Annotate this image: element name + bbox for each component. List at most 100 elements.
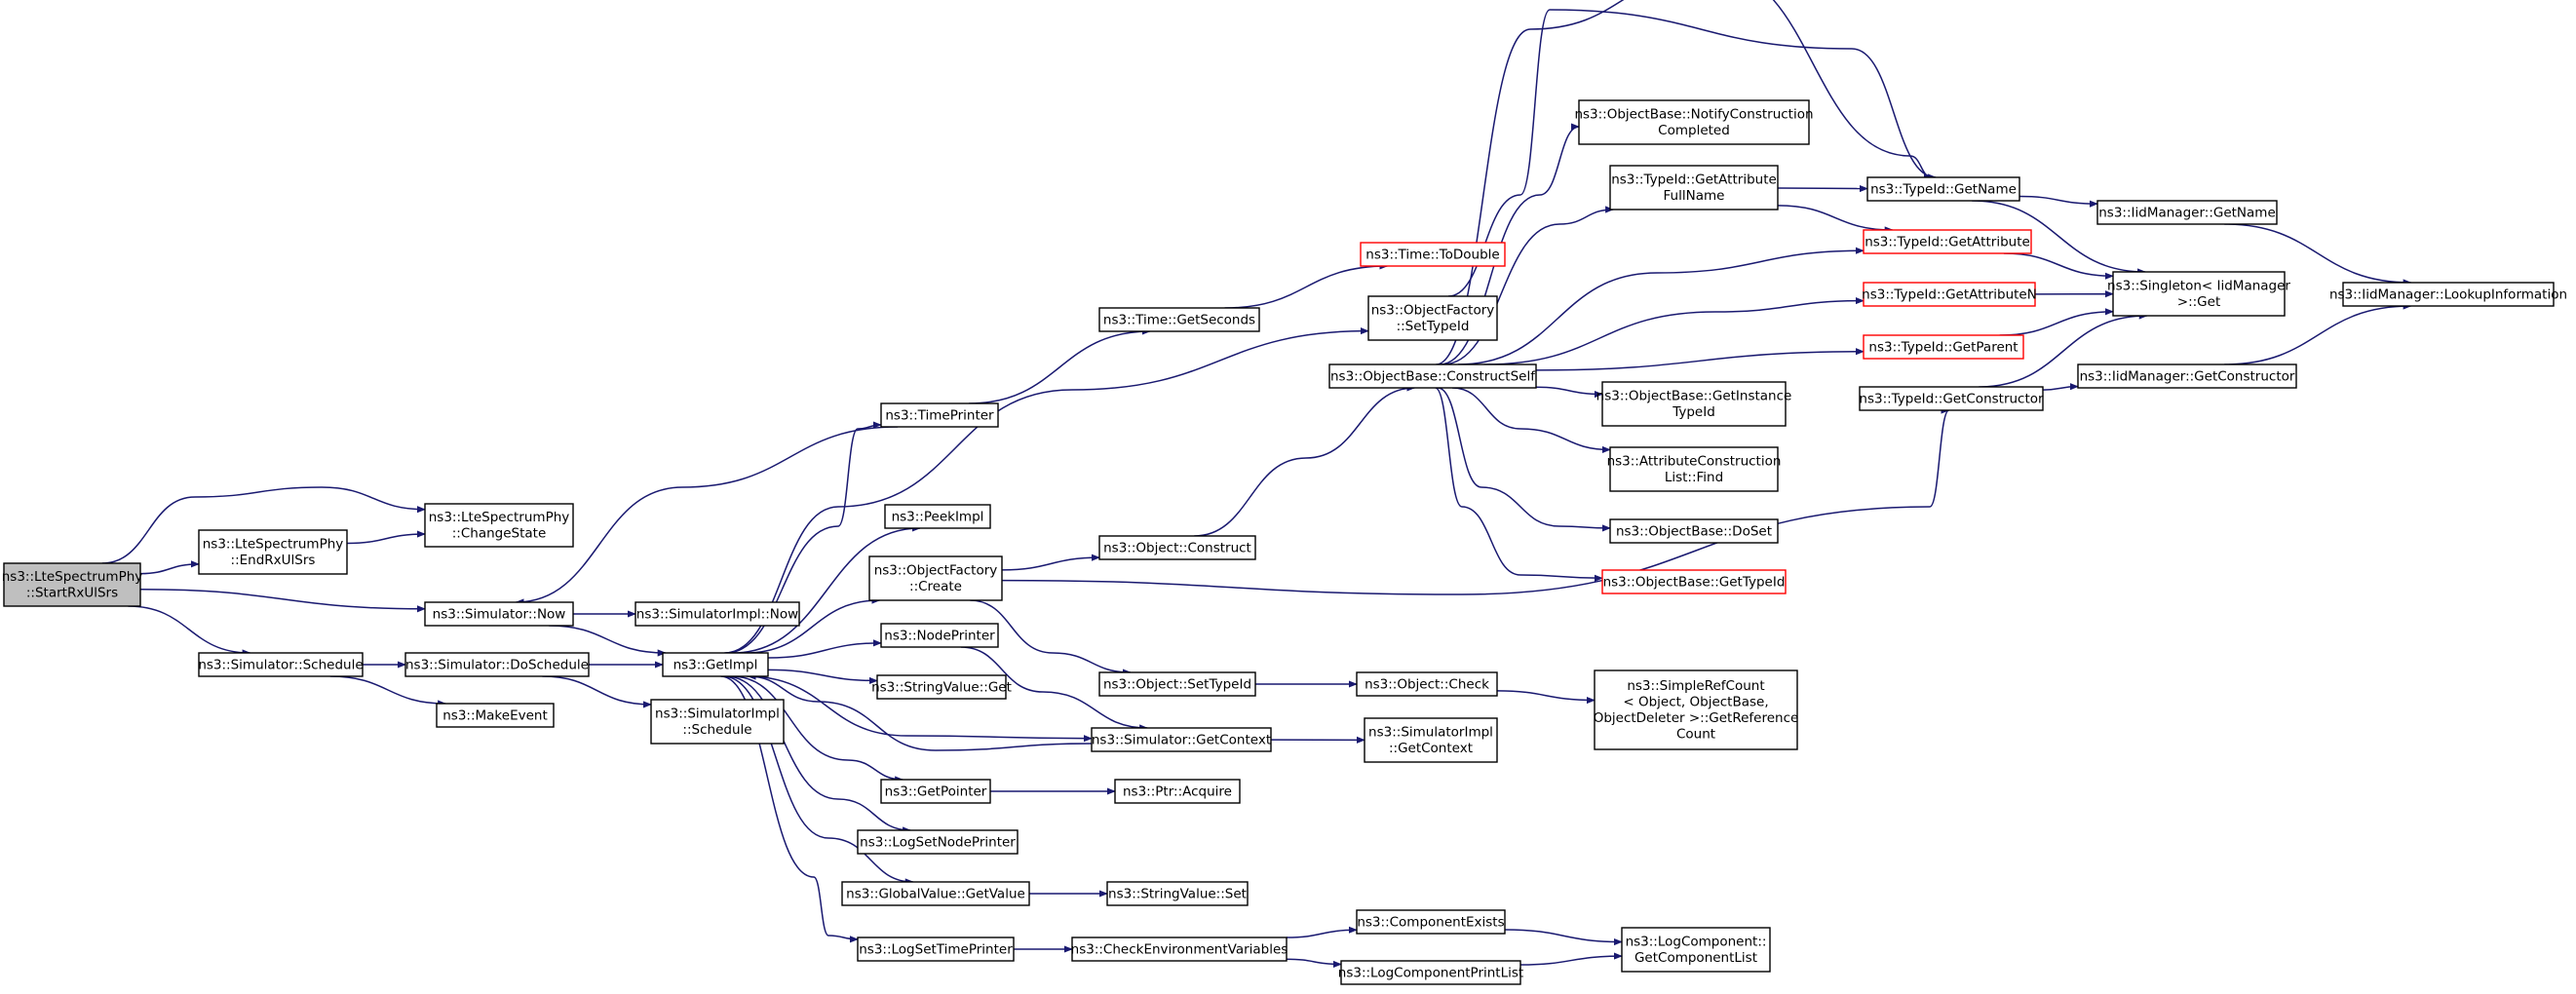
node-makeEvent[interactable]: ns3::MakeEvent [436,703,555,728]
node-label-line: < Object, ObjectBase, [1623,695,1768,710]
node-objBaseConstructSelf[interactable]: ns3::ObjectBase::ConstructSelf [1328,363,1537,389]
node-label-line: ns3::TypeId::GetParent [1868,339,2018,355]
node-label-line: ns3::ObjectBase::NotifyConstruction [1574,107,1813,123]
node-objBaseGetTypeId[interactable]: ns3::ObjectBase::GetTypeId [1601,569,1787,594]
node-objSetTypeId[interactable]: ns3::Object::SetTypeId [1098,671,1256,697]
call-edge-typeIdGetParent-to-singletonGet [1999,308,2114,336]
node-label-line: ns3::Simulator::Now [433,606,566,622]
node-typeIdGetConstructor[interactable]: ns3::TypeId::GetConstructor [1859,386,2044,411]
node-getImpl[interactable]: ns3::GetImpl [662,652,769,677]
call-edge-typeIdGetConstructor-to-iidGetConstructor [2042,383,2079,391]
node-logComponentGetList[interactable]: ns3::LogComponent::GetComponentList [1621,927,1771,973]
node-label-line: ns3::IidManager::GetName [2098,205,2276,220]
node-label-line: ns3::GetPointer [885,784,987,799]
node-label-line: ns3::Object::Construct [1103,540,1251,555]
node-simNow[interactable]: ns3::Simulator::Now [424,601,574,627]
call-edge-getImpl-to-simGetContext [747,675,1093,743]
node-label-line: ns3::PeekImpl [892,509,984,524]
node-box [424,601,574,627]
node-label-line: ns3::Object::Check [1365,676,1489,692]
call-edge-getImpl-to-nodePrinter [767,639,882,659]
node-label-line: ns3::TypeId::GetName [1870,181,2017,197]
node-singletonGet[interactable]: ns3::Singleton< IidManager >::Get [2107,271,2290,317]
node-stringValueSet[interactable]: ns3::StringValue::Set [1106,881,1249,906]
node-timeToDouble[interactable]: ns3::Time::ToDouble [1360,242,1506,267]
node-simDoSchedule[interactable]: ns3::Simulator::DoSchedule [404,652,590,677]
node-objBaseDoSet[interactable]: ns3::ObjectBase::DoSet [1609,518,1779,544]
node-timeGetSeconds[interactable]: ns3::Time::GetSeconds [1098,307,1260,332]
node-globalValueGetValue[interactable]: ns3::GlobalValue::GetValue [841,881,1030,906]
call-edge-typeIdGetAttributeFullName-to-typeIdGetName [1777,184,1868,193]
node-objFactorySetTypeId[interactable]: ns3::ObjectFactory::SetTypeId [1367,295,1498,341]
node-notifyConstructionCompleted[interactable]: ns3::ObjectBase::NotifyConstructionCompl… [1574,99,1814,145]
node-ptrAcquire[interactable]: ns3::Ptr::Acquire [1114,779,1241,804]
call-edge-objConstruct-to-objBaseConstructSelf [1194,384,1416,537]
node-typeIdGetName[interactable]: ns3::TypeId::GetName [1866,176,2020,202]
node-typeIdGetParent[interactable]: ns3::TypeId::GetParent [1863,334,2024,360]
node-label-line: GetComponentList [1634,950,1757,966]
call-edge-objBaseConstructSelf-to-objBaseGetInstanceTypeId [1535,386,1603,399]
node-simGetContext[interactable]: ns3::Simulator::GetContext [1091,727,1272,752]
node-label-line: ns3::Object::SetTypeId [1103,676,1251,692]
node-box [1609,446,1779,492]
node-box [868,555,1003,601]
call-edge-typeIdGetAttributeFullName-to-typeIdGetAttribute [1777,205,1894,234]
node-box [1578,99,1810,145]
node-box [1863,282,2036,307]
node-timePrinter[interactable]: ns3::TimePrinter [880,402,999,428]
node-simImplNow[interactable]: ns3::SimulatorImpl::Now [634,601,800,627]
node-peekImpl[interactable]: ns3::PeekImpl [884,504,991,529]
node-objCheck[interactable]: ns3::Object::Check [1356,671,1498,697]
node-iidLookupInformation[interactable]: ns3::IidManager::LookupInformation [2329,282,2567,307]
node-box [1114,779,1241,804]
node-getPointer[interactable]: ns3::GetPointer [880,779,991,804]
node-label-line: ns3::ObjectBase::GetInstance [1596,389,1792,404]
node-logComponentPrintList[interactable]: ns3::LogComponentPrintList [1338,960,1523,985]
node-label-line: ::StartRxUlSrs [26,586,118,601]
node-box [1866,176,2020,202]
node-label-line: ::EndRxUlSrs [231,553,316,568]
node-componentExists[interactable]: ns3::ComponentExists [1356,909,1506,935]
node-iidGetConstructor[interactable]: ns3::IidManager::GetConstructor [2077,363,2297,389]
node-box [404,652,590,677]
node-simImplGetContext[interactable]: ns3::SimulatorImpl::GetContext [1364,717,1498,763]
node-objFactoryCreate[interactable]: ns3::ObjectFactory::Create [868,555,1003,601]
node-stringValueGet[interactable]: ns3::StringValue::Get [871,674,1012,700]
node-typeIdGetAttributeN[interactable]: ns3::TypeId::GetAttributeN [1862,282,2037,307]
node-box [436,703,555,728]
node-logSetNodePrinter[interactable]: ns3::LogSetNodePrinter [857,829,1019,855]
node-iidGetName[interactable]: ns3::IidManager::GetName [2096,200,2278,225]
node-box [634,601,800,627]
node-label-line: ns3::StringValue::Get [871,679,1012,695]
call-edge-nodePrinter-to-simGetContext [960,646,1149,732]
call-edge-typeIdGetAttribute-to-singletonGet [2003,252,2114,280]
node-box [857,937,1015,962]
call-edge-simDoSchedule-to-simImplSchedule [542,675,652,708]
node-checkEnvVars[interactable]: ns3::CheckEnvironmentVariables [1071,937,1288,962]
node-simSchedule[interactable]: ns3::Simulator::Schedule [198,652,364,677]
node-simImplSchedule[interactable]: ns3::SimulatorImpl::Schedule [650,699,785,745]
node-box [1091,727,1272,752]
node-label-line: ::Schedule [682,722,751,738]
node-changeState[interactable]: ns3::LteSpectrumPhy::ChangeState [424,503,574,548]
node-objConstruct[interactable]: ns3::Object::Construct [1098,535,1256,560]
node-label-line: ObjectDeleter >::GetReference [1594,710,1799,726]
node-label-line: ::SetTypeId [1397,319,1470,334]
node-root[interactable]: ns3::LteSpectrumPhy::StartRxUlSrs [2,562,143,607]
node-label-line: ns3::ComponentExists [1357,914,1504,930]
node-label-line: ::GetContext [1389,741,1473,756]
node-box [2077,363,2297,389]
node-simpleRefCount[interactable]: ns3::SimpleRefCount< Object, ObjectBase,… [1594,669,1799,750]
node-endRxUlSrs[interactable]: ns3::LteSpectrumPhy::EndRxUlSrs [198,529,348,575]
call-edge-timePrinter-to-timeGetSeconds [969,327,1151,404]
node-typeIdGetAttribute[interactable]: ns3::TypeId::GetAttribute [1863,229,2032,254]
node-nodePrinter[interactable]: ns3::NodePrinter [880,623,999,648]
node-box [3,562,141,607]
node-label-line: ns3::Simulator::DoSchedule [405,657,589,672]
node-box [876,674,1007,700]
node-logSetTimePrinter[interactable]: ns3::LogSetTimePrinter [857,937,1015,962]
